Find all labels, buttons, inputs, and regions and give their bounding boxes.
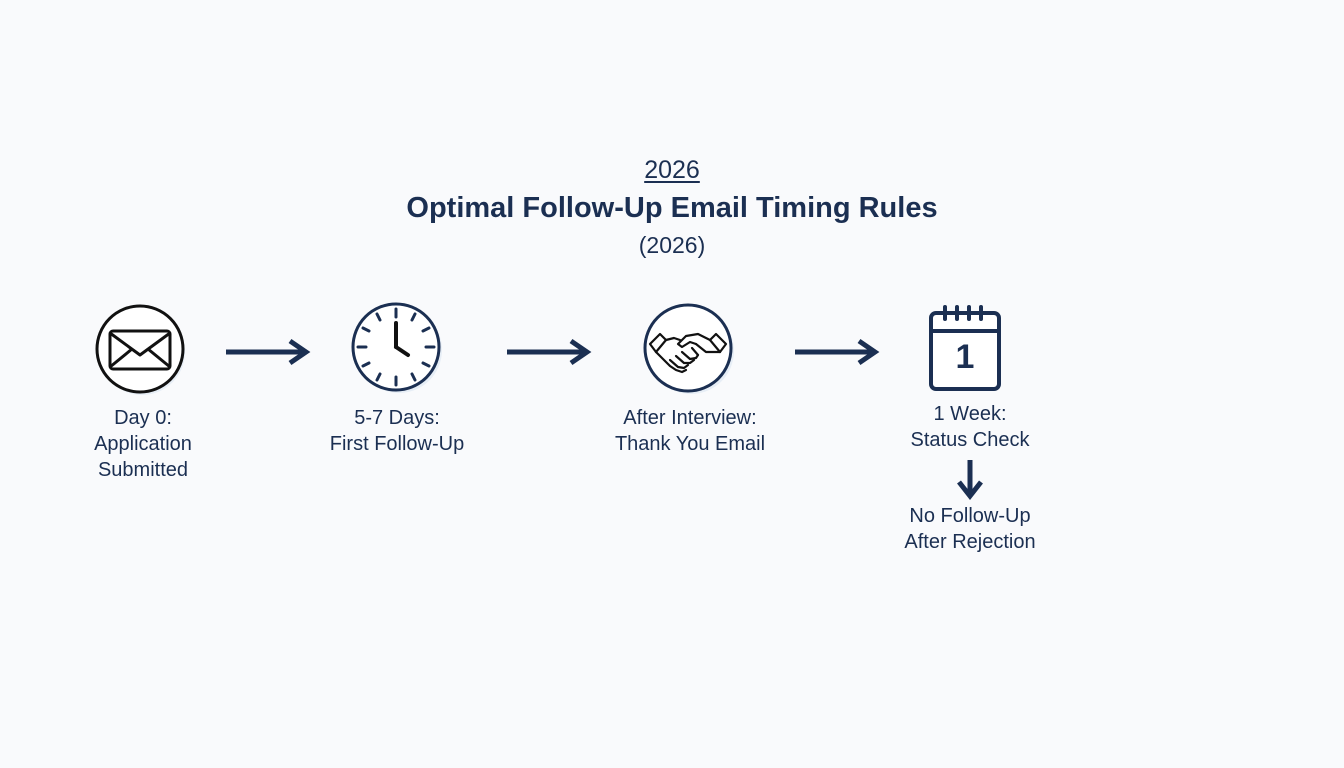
page-subtitle: (2026) [638,232,706,258]
down-arrow-icon [957,460,983,500]
step-label-line: Day 0: [114,407,172,429]
step-label-line: Status Check [910,429,1030,451]
step-label-thank-you: After Interview: Thank You Email [590,405,790,457]
year-heading-text: 2026 [644,156,700,184]
step-label-line: Application [94,433,192,455]
handshake-icon [643,303,734,394]
note-line: No Follow-Up [909,505,1031,527]
page-title: Optimal Follow-Up Email Timing Rules [406,192,938,224]
clock-icon [351,302,442,393]
step-label-line: First Follow-Up [329,433,465,455]
step-label-line: Submitted [97,459,189,481]
step-label-line: After Interview: [623,407,757,429]
year-heading: 2026 [0,156,1344,185]
step-label-application: Day 0: Application Submitted [63,405,223,483]
envelope-icon [95,304,185,395]
step-label-line: Thank You Email [614,433,766,455]
calendar-day-number: 1 [955,338,975,376]
step-label-line: 1 Week: [933,403,1007,425]
right-arrow-icon [795,338,880,366]
calendar-icon: 1 [925,303,1005,393]
note-line: After Rejection [904,531,1036,553]
step-label-line: 5-7 Days: [354,407,440,429]
right-arrow-icon [226,338,311,366]
step-label-first-follow-up: 5-7 Days: First Follow-Up [307,405,487,457]
right-arrow-icon [507,338,592,366]
step-label-status-check: 1 Week: Status Check [880,401,1060,453]
calendar-frame [929,305,1001,391]
no-follow-up-note: No Follow-Up After Rejection [870,503,1070,555]
